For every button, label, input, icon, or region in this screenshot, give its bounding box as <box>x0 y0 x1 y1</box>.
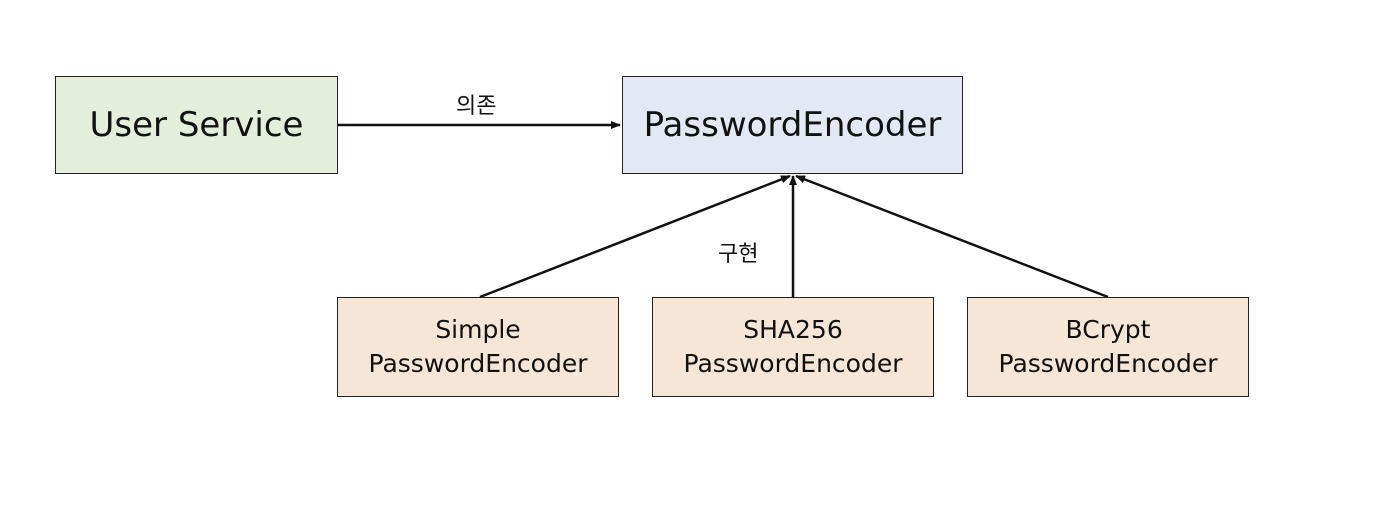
bcrypt-encoder-line1: BCrypt <box>1065 315 1151 344</box>
sha256-encoder-node: SHA256 PasswordEncoder <box>652 297 934 397</box>
implement-edge-label: 구현 <box>718 242 759 267</box>
user-service-node: User Service <box>55 76 338 174</box>
password-encoder-node: PasswordEncoder <box>622 76 963 174</box>
simple-encoder-line2: PasswordEncoder <box>368 349 588 378</box>
impl-arrow-bcrypt <box>795 174 1109 299</box>
user-service-label: User Service <box>89 105 304 145</box>
simple-encoder-line1: Simple <box>435 315 521 344</box>
sha256-encoder-line2: PasswordEncoder <box>683 349 903 378</box>
impl-arrow-simple <box>479 174 791 299</box>
sha256-encoder-line1: SHA256 <box>743 315 843 344</box>
bcrypt-encoder-line2: PasswordEncoder <box>998 349 1218 378</box>
bcrypt-encoder-node: BCrypt PasswordEncoder <box>967 297 1249 397</box>
depend-edge-label: 의존 <box>456 94 497 119</box>
simple-encoder-node: Simple PasswordEncoder <box>337 297 619 397</box>
password-encoder-label: PasswordEncoder <box>643 105 942 145</box>
